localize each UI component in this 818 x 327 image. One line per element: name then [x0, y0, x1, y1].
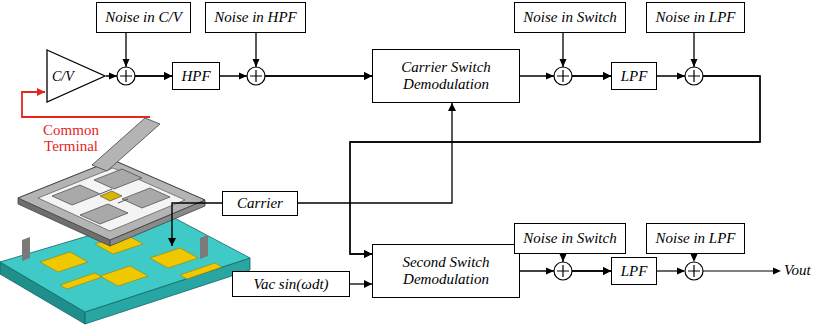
arrowhead [560, 59, 567, 67]
summing-junction [554, 262, 572, 280]
arrowhead [773, 268, 781, 275]
summing-junction [685, 262, 703, 280]
block-label: Noise in Switch [523, 230, 616, 247]
plus-sign [557, 70, 569, 82]
summing-junction [685, 67, 703, 85]
block-label: Carrier Switch Demodulation [373, 59, 519, 93]
electrode-pad [100, 266, 148, 286]
plus-sign [120, 70, 132, 82]
summing-junction [554, 67, 572, 85]
block-label: Noise in C/V [105, 9, 182, 26]
arrowhead [123, 59, 130, 67]
arrowhead [253, 59, 260, 67]
signal-connector [298, 103, 452, 203]
plus-sign [557, 265, 569, 277]
summing-junction [247, 67, 265, 85]
signal-source-box: Vac sin(ωdt) [232, 271, 350, 297]
output-signal-label: Vout [784, 262, 811, 278]
block-label: Noise in LPF [655, 9, 735, 26]
common-terminal-tab [92, 118, 160, 171]
plus-sign [688, 265, 700, 277]
spring-beam [100, 189, 112, 194]
demodulator-box: Carrier Switch Demodulation [372, 49, 520, 103]
arrowhead [546, 268, 554, 275]
block-label: Carrier [237, 195, 283, 212]
output-wire [703, 270, 775, 271]
filter-box: HPF [172, 62, 220, 90]
electrode-pad [40, 252, 88, 272]
proof-mass [122, 188, 170, 208]
signal-connector [350, 33, 760, 255]
amplifier-triangle: C/V [46, 49, 106, 103]
common-terminal-wire [22, 92, 150, 117]
block-label: Noise in LPF [655, 230, 735, 247]
anchor-post [22, 237, 30, 261]
spring-beam [118, 199, 128, 203]
plus-sign [688, 70, 700, 82]
block-label: LPF [621, 68, 648, 85]
structure-frame [18, 160, 205, 240]
block-label: Vac sin(ωdt) [253, 276, 328, 293]
electrode-pad [180, 263, 222, 279]
filter-box: LPF [611, 62, 657, 90]
noise-source-box: Noise in Switch [514, 223, 626, 254]
arrowhead [560, 254, 567, 262]
noise-source-box: Noise in C/V [96, 2, 191, 33]
carrier-feed-wire [172, 203, 222, 246]
anchor-post [200, 235, 208, 259]
arrowhead [691, 254, 698, 262]
plus-sign [250, 70, 262, 82]
arrowhead [677, 268, 685, 275]
arrowhead [109, 73, 117, 80]
block-label: HPF [181, 68, 210, 85]
terminal-label: Common Terminal [34, 122, 108, 154]
block-label: Noise in Switch [523, 9, 616, 26]
arrowhead [677, 73, 685, 80]
demodulator-box: Second Switch Demodulation [372, 244, 520, 298]
signal-connector [563, 33, 611, 77]
electrode-pad [60, 273, 102, 289]
arrowhead [691, 59, 698, 67]
block-label: Noise in HPF [214, 9, 297, 26]
proof-mass [80, 204, 128, 224]
noise-source-box: Noise in HPF [205, 2, 306, 33]
block-label: Second Switch Demodulation [373, 254, 519, 288]
noise-source-box: Noise in LPF [646, 223, 745, 254]
filter-box: LPF [611, 257, 657, 285]
carrier-box: Carrier [222, 191, 298, 216]
noise-source-box: Noise in LPF [646, 2, 745, 33]
block-label: C/V [46, 68, 74, 85]
summing-junction [117, 67, 135, 85]
arrowhead [546, 73, 554, 80]
electrode-pad [150, 248, 198, 268]
signal-connector [350, 283, 372, 284]
block-label: LPF [621, 263, 648, 280]
arrowhead [239, 73, 247, 80]
frame-gap [38, 168, 185, 231]
proof-mass [52, 185, 100, 205]
proof-mass [94, 169, 142, 189]
signal-connector [256, 33, 372, 77]
amplifier-outline [47, 50, 105, 102]
noise-source-box: Noise in Switch [514, 2, 626, 33]
